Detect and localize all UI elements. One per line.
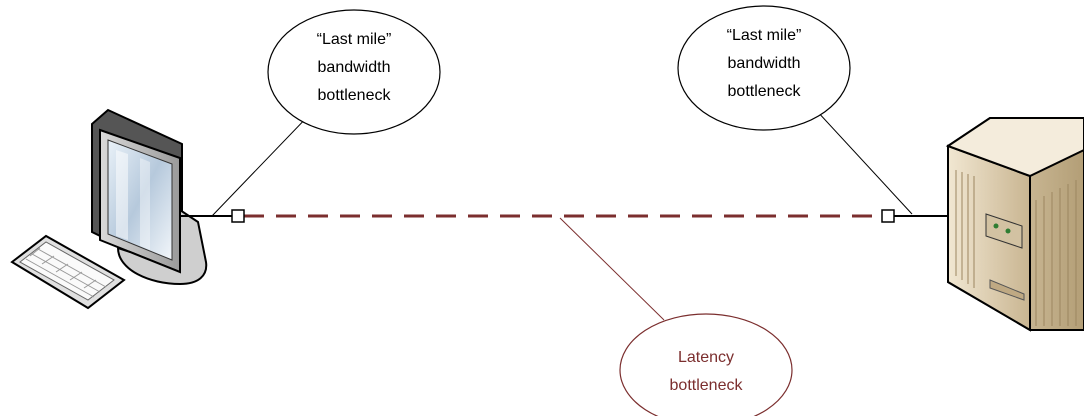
right-callout-line-1: “Last mile” <box>727 27 802 44</box>
left-callout-line-1: “Last mile” <box>317 31 392 48</box>
desktop-computer-icon <box>10 108 208 310</box>
left-callout-leader <box>211 111 313 217</box>
latency-callout-leader <box>559 217 665 321</box>
server-tower-icon <box>945 117 1084 332</box>
left-callout-line-3: bottleneck <box>318 87 392 104</box>
latency-callout-line-1: Latency <box>678 349 734 366</box>
client-connector-marker <box>231 209 245 223</box>
right-callout-line-2: bandwidth <box>728 55 801 72</box>
latency-callout-line-2: bottleneck <box>670 377 744 394</box>
latency-callout: Latency bottleneck <box>619 313 793 416</box>
left-bandwidth-callout: “Last mile” bandwidth bottleneck <box>267 9 441 135</box>
right-bandwidth-callout: “Last mile” bandwidth bottleneck <box>677 5 851 131</box>
right-callout-line-3: bottleneck <box>728 83 802 100</box>
server-connector-marker <box>881 209 895 223</box>
right-callout-leader <box>815 109 913 215</box>
left-callout-line-2: bandwidth <box>318 59 391 76</box>
